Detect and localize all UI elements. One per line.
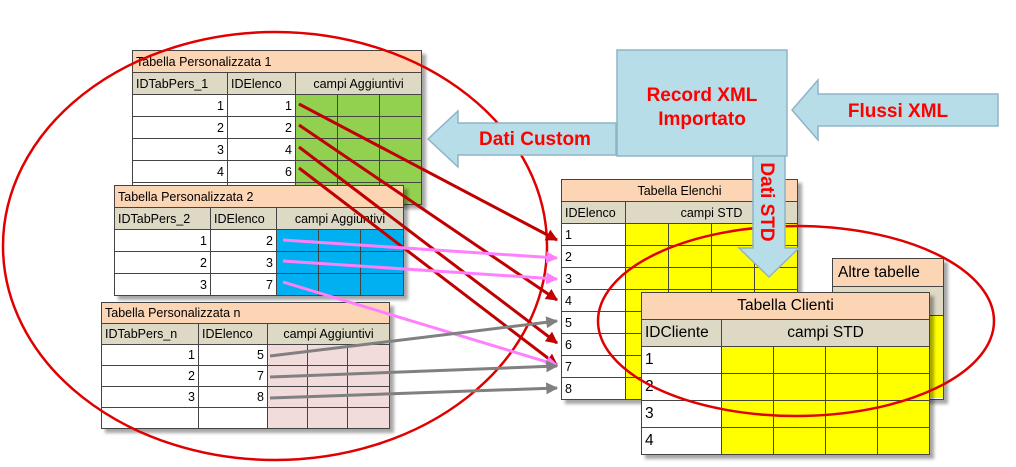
tabella-clienti: Tabella Clienti IDCliente campi STD 1 2 … [640,292,931,455]
custom-tables-ellipse [1,30,549,462]
record-xml-label-1: Record XML [647,85,758,106]
table-title: Tabella Clienti [640,292,931,320]
table-row: 3 [561,267,798,290]
column-header: campi Aggiuntivi [267,323,390,345]
column-header: IDElenco [227,72,296,95]
link-pers2-row3 [282,280,559,368]
column-header: campi Aggiuntivi [295,72,422,95]
column-header: IDTabPers_1 [132,72,228,95]
link-pers1-row4 [298,166,558,367]
standard-tables-ellipse [596,224,996,418]
column-header: IDElenco [210,207,277,230]
table-row [101,407,390,429]
table-row: 1 [641,346,931,374]
table-row: 2 [641,373,931,401]
column-header: campi STD [720,319,931,347]
altre-tabelle-title: Altre tabelle [833,259,943,287]
link-pers2-row2 [282,259,559,285]
link-persn-row3 [269,382,559,400]
record-xml-box [616,49,788,157]
flussi-xml-label: Flussi XML [848,101,949,122]
link-pers2-row1 [282,238,559,264]
column-header: IDElenco [561,201,626,224]
dati-custom-arrow [426,109,617,169]
link-pers1-row2 [298,123,558,302]
table-title: Tabella Personalizzata n [101,302,390,324]
flussi-xml-arrow [791,77,999,143]
link-persn-row2 [269,360,559,379]
table-title: Tabella Personalizzata 1 [132,50,422,73]
link-pers1-row3 [298,145,558,345]
link-pers1-row1 [298,102,559,242]
record-xml-label-2: Importato [658,109,746,130]
dati-std-label: Dati STD [756,162,777,241]
tabella-personalizzata-n: Tabella Personalizzata n IDTabPers_n IDE… [101,302,390,429]
table-row: 4 [641,427,931,455]
column-header: IDElenco [198,323,268,345]
dati-std-arrow [737,155,801,279]
dati-custom-label: Dati Custom [479,129,591,150]
column-header: IDTabPers_n [101,323,199,345]
link-persn-row1 [269,316,559,358]
